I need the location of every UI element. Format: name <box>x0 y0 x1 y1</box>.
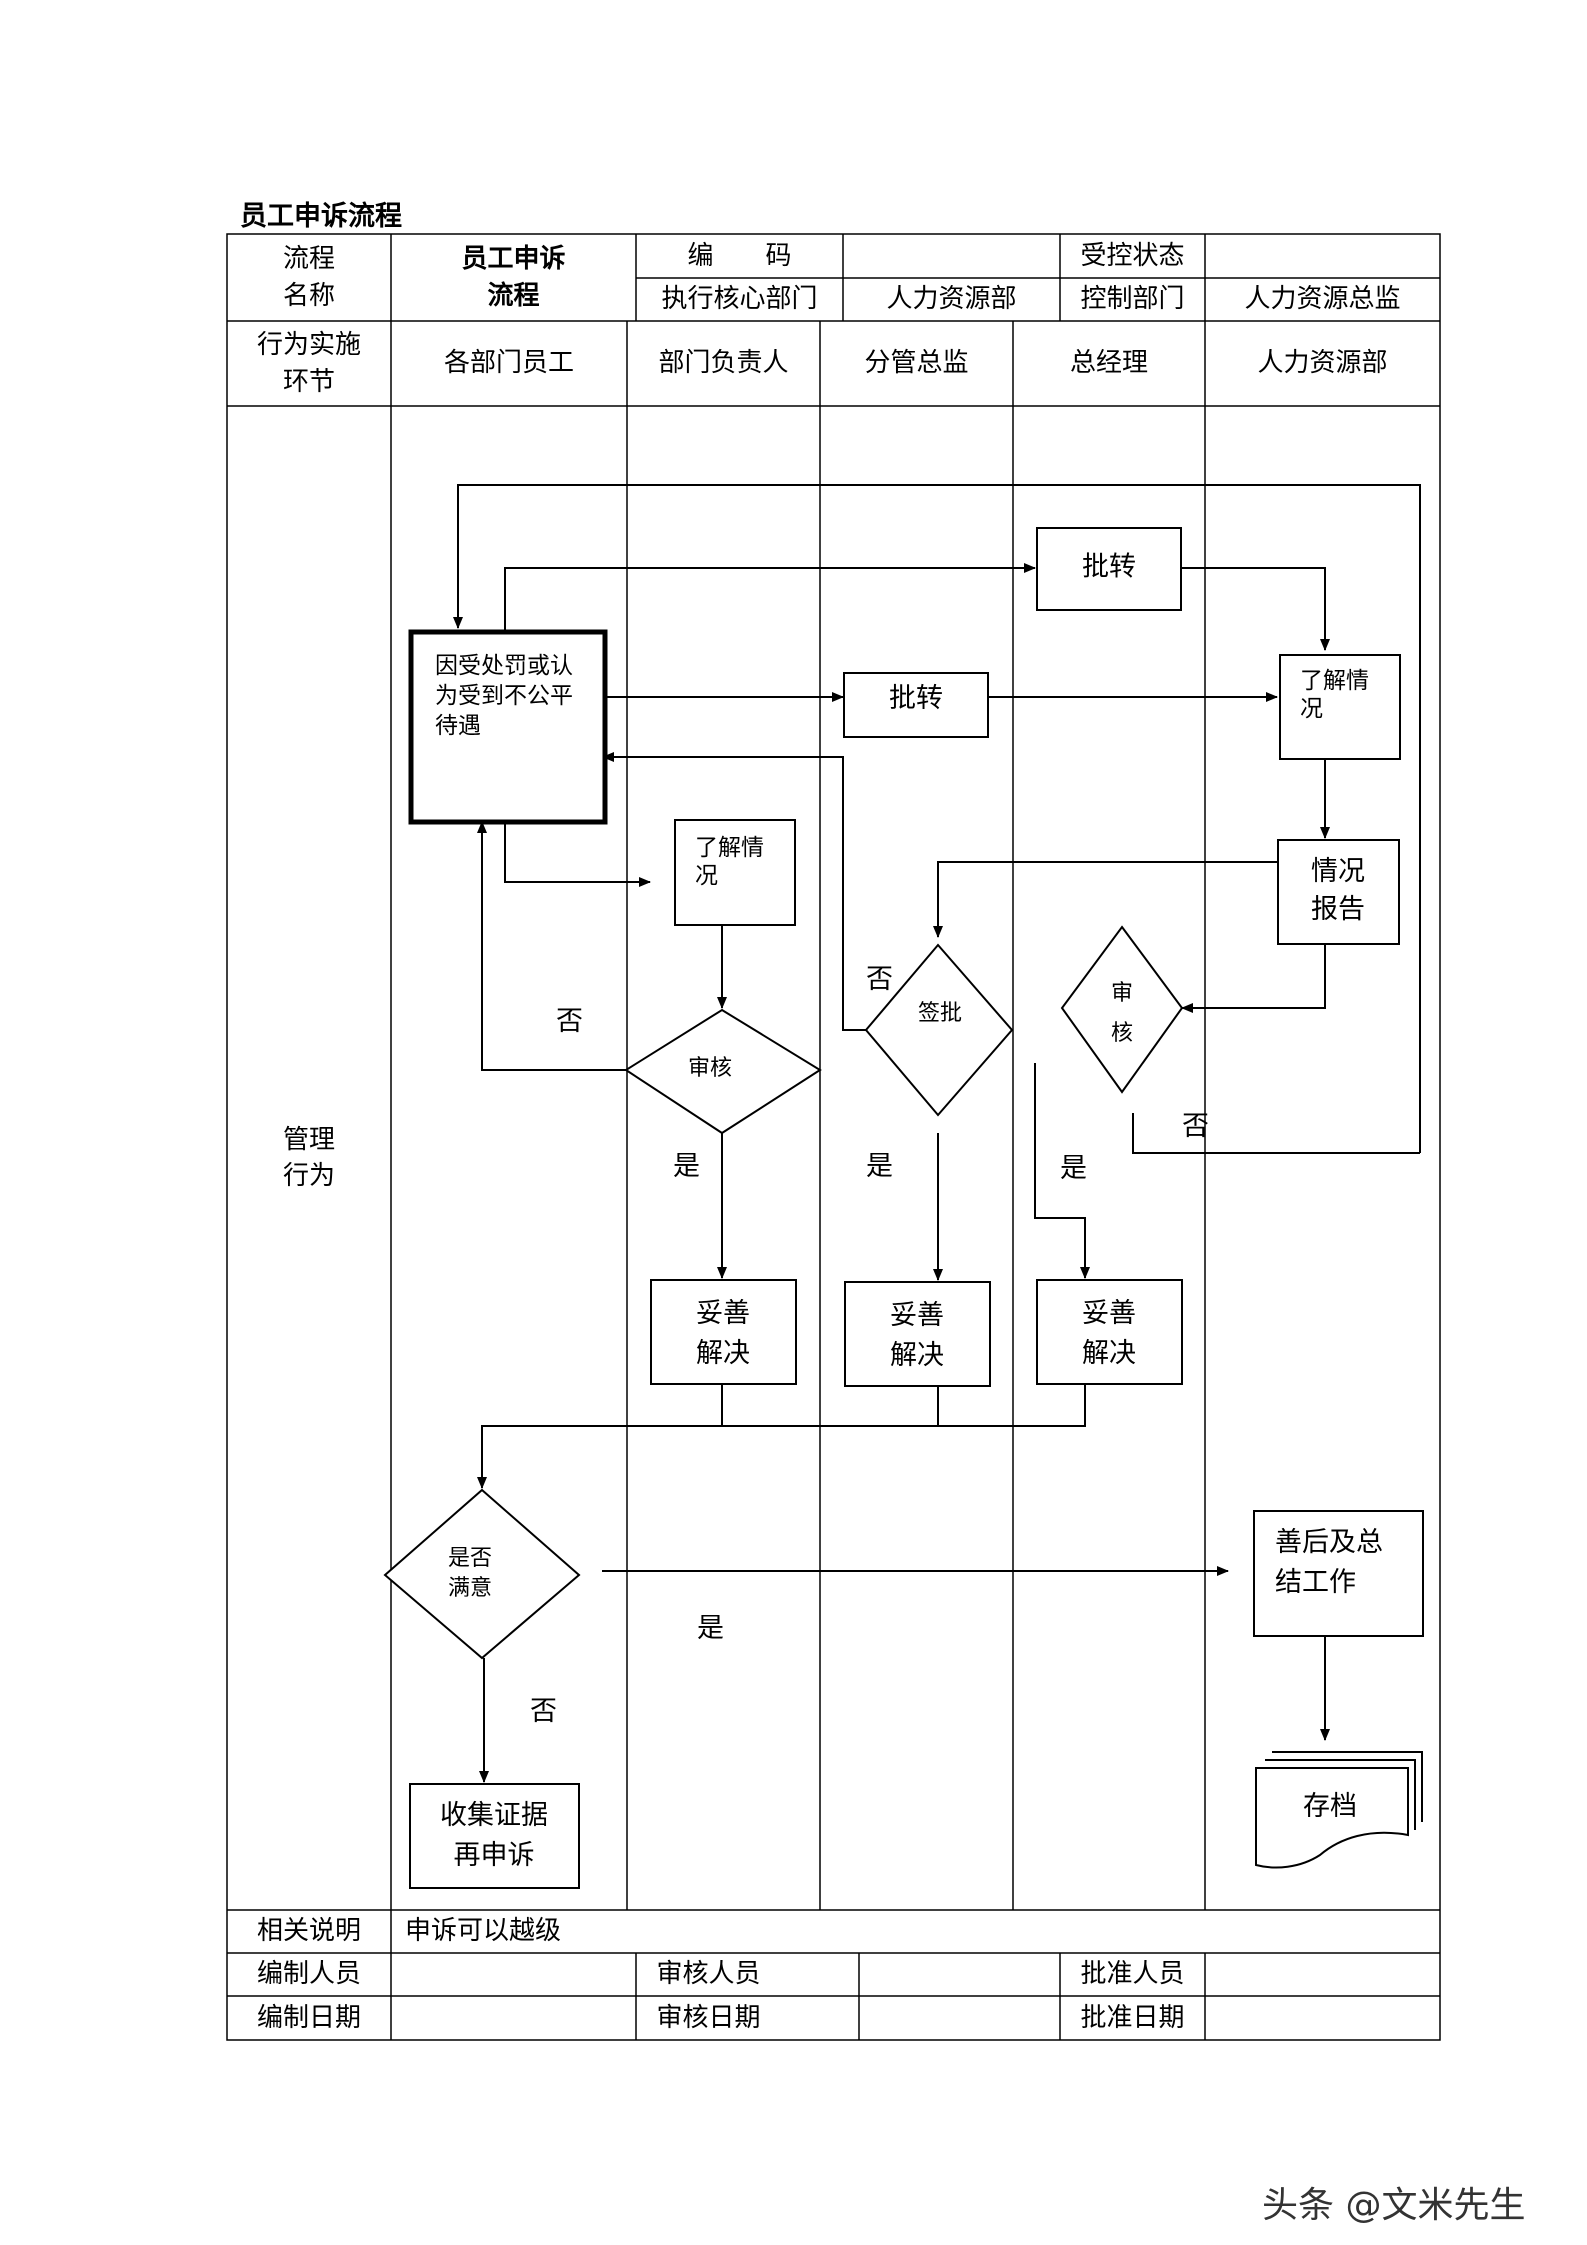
resolve-mgr-text: 妥善解决 <box>696 1298 750 1369</box>
prepared-date-label: 编制日期 <box>256 2002 361 2033</box>
mgr-understand-text: 了解情况 <box>695 835 764 889</box>
resolve-director-box <box>844 1281 991 1387</box>
start-text-1: 因受处罚或认为受到不公平待遇 <box>435 653 573 739</box>
connector-director-no-to-start <box>602 752 866 1031</box>
resolve-mgr-box <box>650 1279 797 1385</box>
approved-by-label: 批准人员 <box>1080 1959 1185 1990</box>
resolve-gm-box <box>1036 1279 1183 1385</box>
no-label-gm: 否 <box>1182 1111 1209 1142</box>
connector-report-to-director <box>933 861 1277 938</box>
satisfied-text: 是否满意 <box>448 1546 492 1601</box>
connector-report-to-gm-review <box>1181 944 1326 1013</box>
prepared-date-value <box>391 1996 636 2040</box>
notes-label: 相关说明 <box>256 1916 361 1947</box>
lane-employee: 各部门员工 <box>443 348 574 379</box>
director-forward-text: 批转 <box>889 683 943 714</box>
control-dept-label: 控制部门 <box>1080 284 1185 315</box>
connector-resolve-merge <box>477 1384 723 1489</box>
lane-dept-head: 部门负责人 <box>658 348 789 379</box>
start-box <box>408 629 608 825</box>
reviewed-by-label: 审核人员 <box>656 1959 761 1990</box>
approved-date-label: 批准日期 <box>1080 2002 1185 2033</box>
hr-understand-box <box>1279 654 1401 760</box>
recollect-box <box>409 1783 580 1889</box>
prepared-by-value <box>391 1953 636 1996</box>
no-label-mgr: 否 <box>556 1006 583 1037</box>
connector-start-to-gm-forward <box>504 563 1036 630</box>
connector-hr-loop-to-start <box>453 484 1421 1153</box>
control-dept-value: 人力资源总监 <box>1244 284 1401 315</box>
body-row-label: 管理 行为 <box>282 1124 335 1191</box>
resolve-gm-text: 妥善解决 <box>1082 1298 1136 1369</box>
prepared-by-label: 编制人员 <box>256 1959 361 1990</box>
aftermath-box <box>1253 1510 1424 1637</box>
connector-gm-review-no <box>1132 1113 1420 1154</box>
document-title: 员工申诉流程 <box>240 201 402 232</box>
lane-hr: 人力资源部 <box>1257 348 1388 379</box>
no-label-satisfied: 否 <box>530 1696 557 1727</box>
recollect-text: 收集证据再申诉 <box>440 1800 548 1871</box>
reviewed-date-label: 审核日期 <box>656 2002 761 2033</box>
gm-review-text: 审核 <box>1111 981 1133 1046</box>
aftermath-text: 善后及总结工作 <box>1275 1527 1383 1598</box>
director-sign-text: 签批 <box>918 1001 962 1026</box>
lane-row-label: 行为实施 环节 <box>256 330 361 397</box>
exec-dept-label: 执行核心部门 <box>661 284 818 315</box>
connector-mgr-no-to-start <box>477 821 626 1071</box>
connector-gm-yes-to-resolve <box>1034 1063 1090 1279</box>
mgr-review-diamond <box>624 1008 822 1135</box>
flow-name-value: 员工申诉 流程 <box>461 244 566 311</box>
connector-resolve-gm-merge <box>722 1384 1086 1427</box>
resolve-director-text: 妥善解决 <box>890 1300 944 1371</box>
connector-start-to-mgr-understand <box>504 822 651 887</box>
watermark: 头条 @文米先生 <box>1262 2185 1526 2226</box>
satisfied-diamond <box>383 1488 581 1660</box>
mgr-understand-box <box>674 819 796 926</box>
flow-name-label: 流程 名称 <box>282 244 335 311</box>
approved-by-value <box>1205 1953 1440 1996</box>
connector-gm-forward-to-hr <box>1180 567 1330 651</box>
gm-forward-box <box>1036 527 1182 611</box>
lane-general-manager: 总经理 <box>1069 348 1148 379</box>
lane-director: 分管总监 <box>864 348 969 379</box>
gm-forward-text: 批转 <box>1082 552 1136 583</box>
exec-dept-value: 人力资源部 <box>886 284 1017 315</box>
hr-report-box <box>1277 839 1400 945</box>
code-label: 编 码 <box>687 240 792 271</box>
hr-report-text: 情况报告 <box>1311 856 1365 925</box>
yes-label-director: 是 <box>866 1151 893 1182</box>
hr-understand-text: 了解情况 <box>1300 668 1369 722</box>
approved-date-value <box>1205 1996 1440 2040</box>
reviewed-by-value <box>859 1953 1060 1996</box>
director-sign-diamond <box>864 943 1014 1117</box>
yes-label-gm: 是 <box>1060 1153 1087 1184</box>
no-label-director: 否 <box>866 964 893 995</box>
gm-review-diamond <box>1060 925 1184 1094</box>
reviewed-date-value <box>859 1996 1060 2040</box>
control-status-label: 受控状态 <box>1080 240 1185 271</box>
mgr-review-text: 审核 <box>688 1056 732 1081</box>
yes-label-mgr: 是 <box>673 1151 700 1182</box>
archive-shape <box>1255 1751 1423 1869</box>
yes-label-satisfied: 是 <box>697 1613 724 1644</box>
director-forward-box <box>843 672 989 738</box>
archive-text: 存档 <box>1303 1791 1357 1822</box>
notes-value: 申诉可以越级 <box>405 1916 562 1947</box>
